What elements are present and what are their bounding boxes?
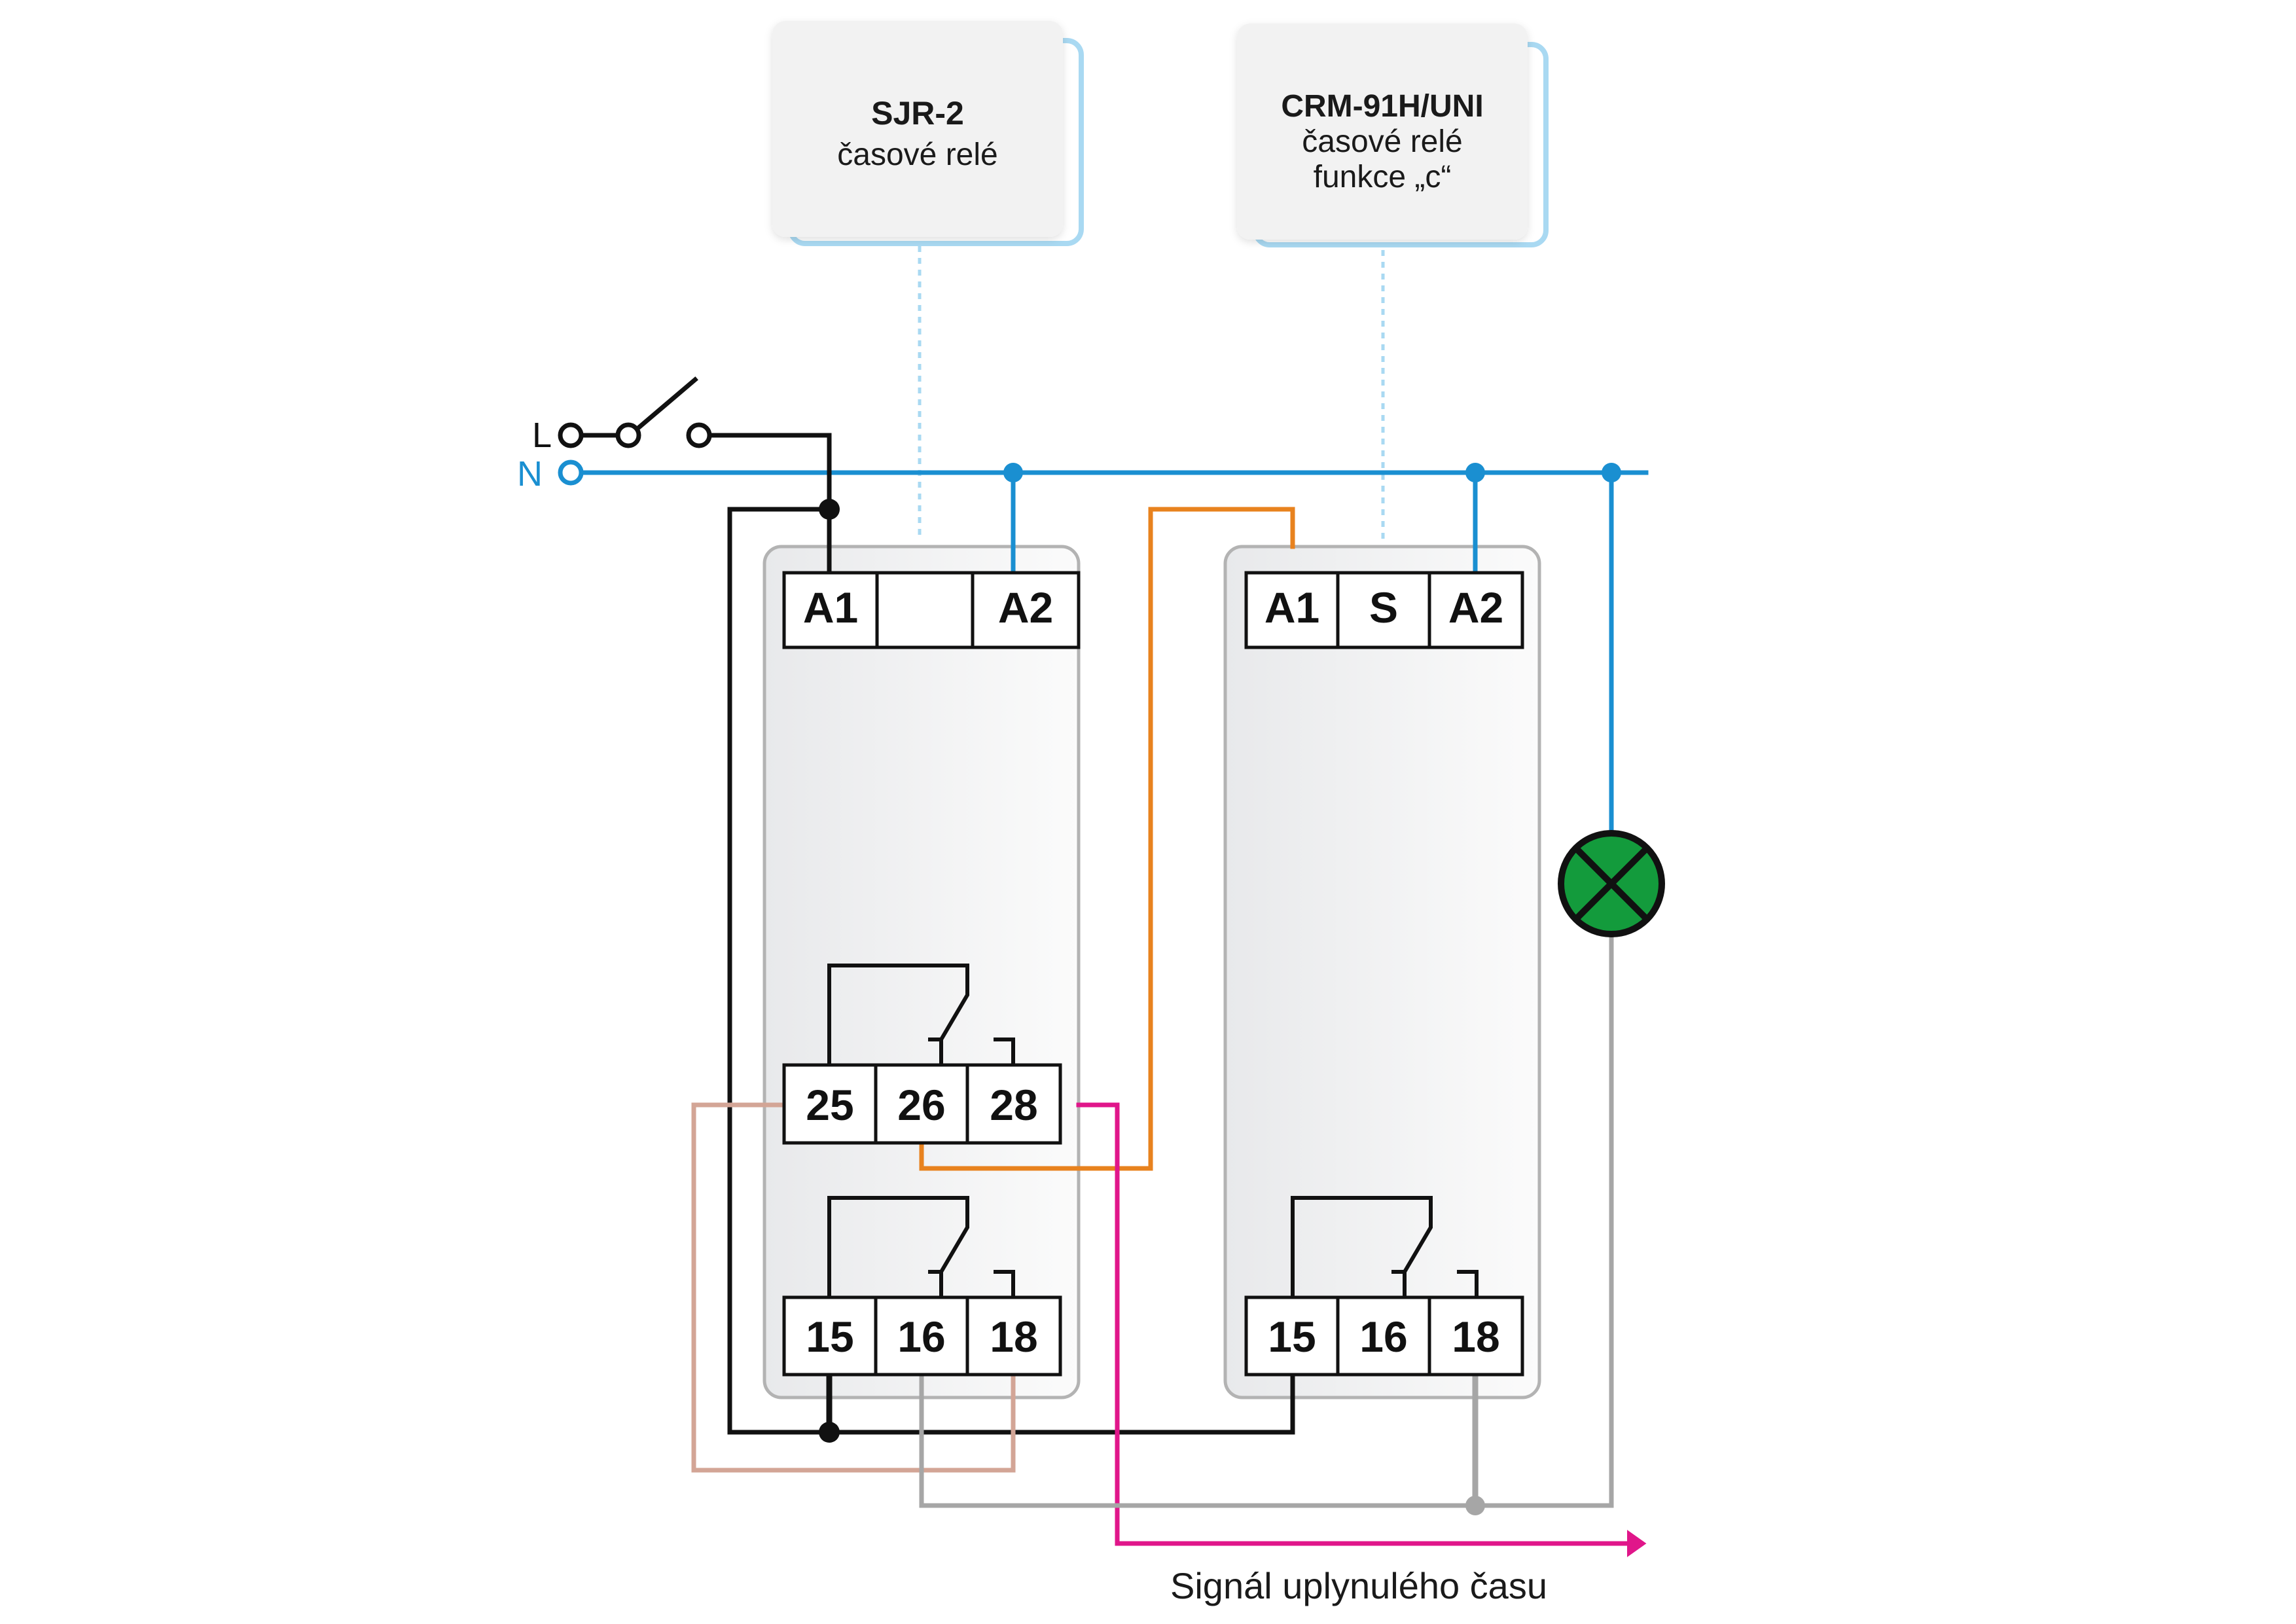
bus-terminals: L N [517,416,712,494]
sjr2-contact-terminals-1x: 15 16 18 [782,1295,1062,1377]
crm91h-module [1223,545,1541,1399]
signal-wire [1076,1102,1631,1546]
line-label: L [532,416,552,455]
return-wire [919,930,1614,1508]
bridge-wire [691,1102,1016,1473]
sjr2-terminal-25: 25 [806,1081,853,1129]
lamp-icon [1558,830,1665,937]
crm91h-terminal-a2: A2 [1448,583,1503,632]
control-wire [919,507,1295,1171]
crm91h-terminal-a1: A1 [1265,583,1319,632]
crm91h-terminal-16: 16 [1359,1312,1407,1361]
sjr2-terminal-28: 28 [990,1081,1037,1129]
crm91h-coil-terminals: A1 S A2 [1244,571,1524,649]
output-signal-label: Signál uplynulého času [1170,1565,1547,1606]
sjr2-name: SJR-2 [871,95,964,132]
sjr2-terminal-15: 15 [806,1312,853,1361]
sjr2-coil-terminals: A1 A2 [782,571,1081,649]
crm91h-function: funkce „c“ [1314,160,1452,194]
sjr2-terminal-16: 16 [897,1312,945,1361]
sjr2-contact-terminals-2x: 25 26 28 [782,1063,1062,1145]
callout-crm91h: CRM-91H/UNI časové relé funkce „c“ [1237,24,1549,247]
crm91h-terminal-18: 18 [1452,1312,1499,1361]
sjr2-terminal-a1: A1 [803,583,858,632]
wires [577,376,1649,1557]
sjr2-module [762,545,1081,1399]
callout-sjr2: SJR-2 časové relé [772,21,1084,246]
sjr2-terminal-18: 18 [990,1312,1037,1361]
crm91h-name: CRM-91H/UNI [1281,89,1483,124]
sjr2-terminal-26: 26 [897,1081,945,1129]
sjr2-description: časové relé [837,137,997,172]
crm91h-terminal-15: 15 [1268,1312,1316,1361]
crm91h-contact-terminals: 15 16 18 [1244,1295,1524,1377]
crm91h-terminal-s: S [1369,583,1398,632]
crm91h-description: časové relé [1302,124,1462,159]
junctions [819,463,1621,1515]
contact-symbols [827,964,1479,1297]
sjr2-terminal-a2: A2 [998,583,1053,632]
neutral-label: N [517,454,543,494]
switch-icon [626,376,698,439]
